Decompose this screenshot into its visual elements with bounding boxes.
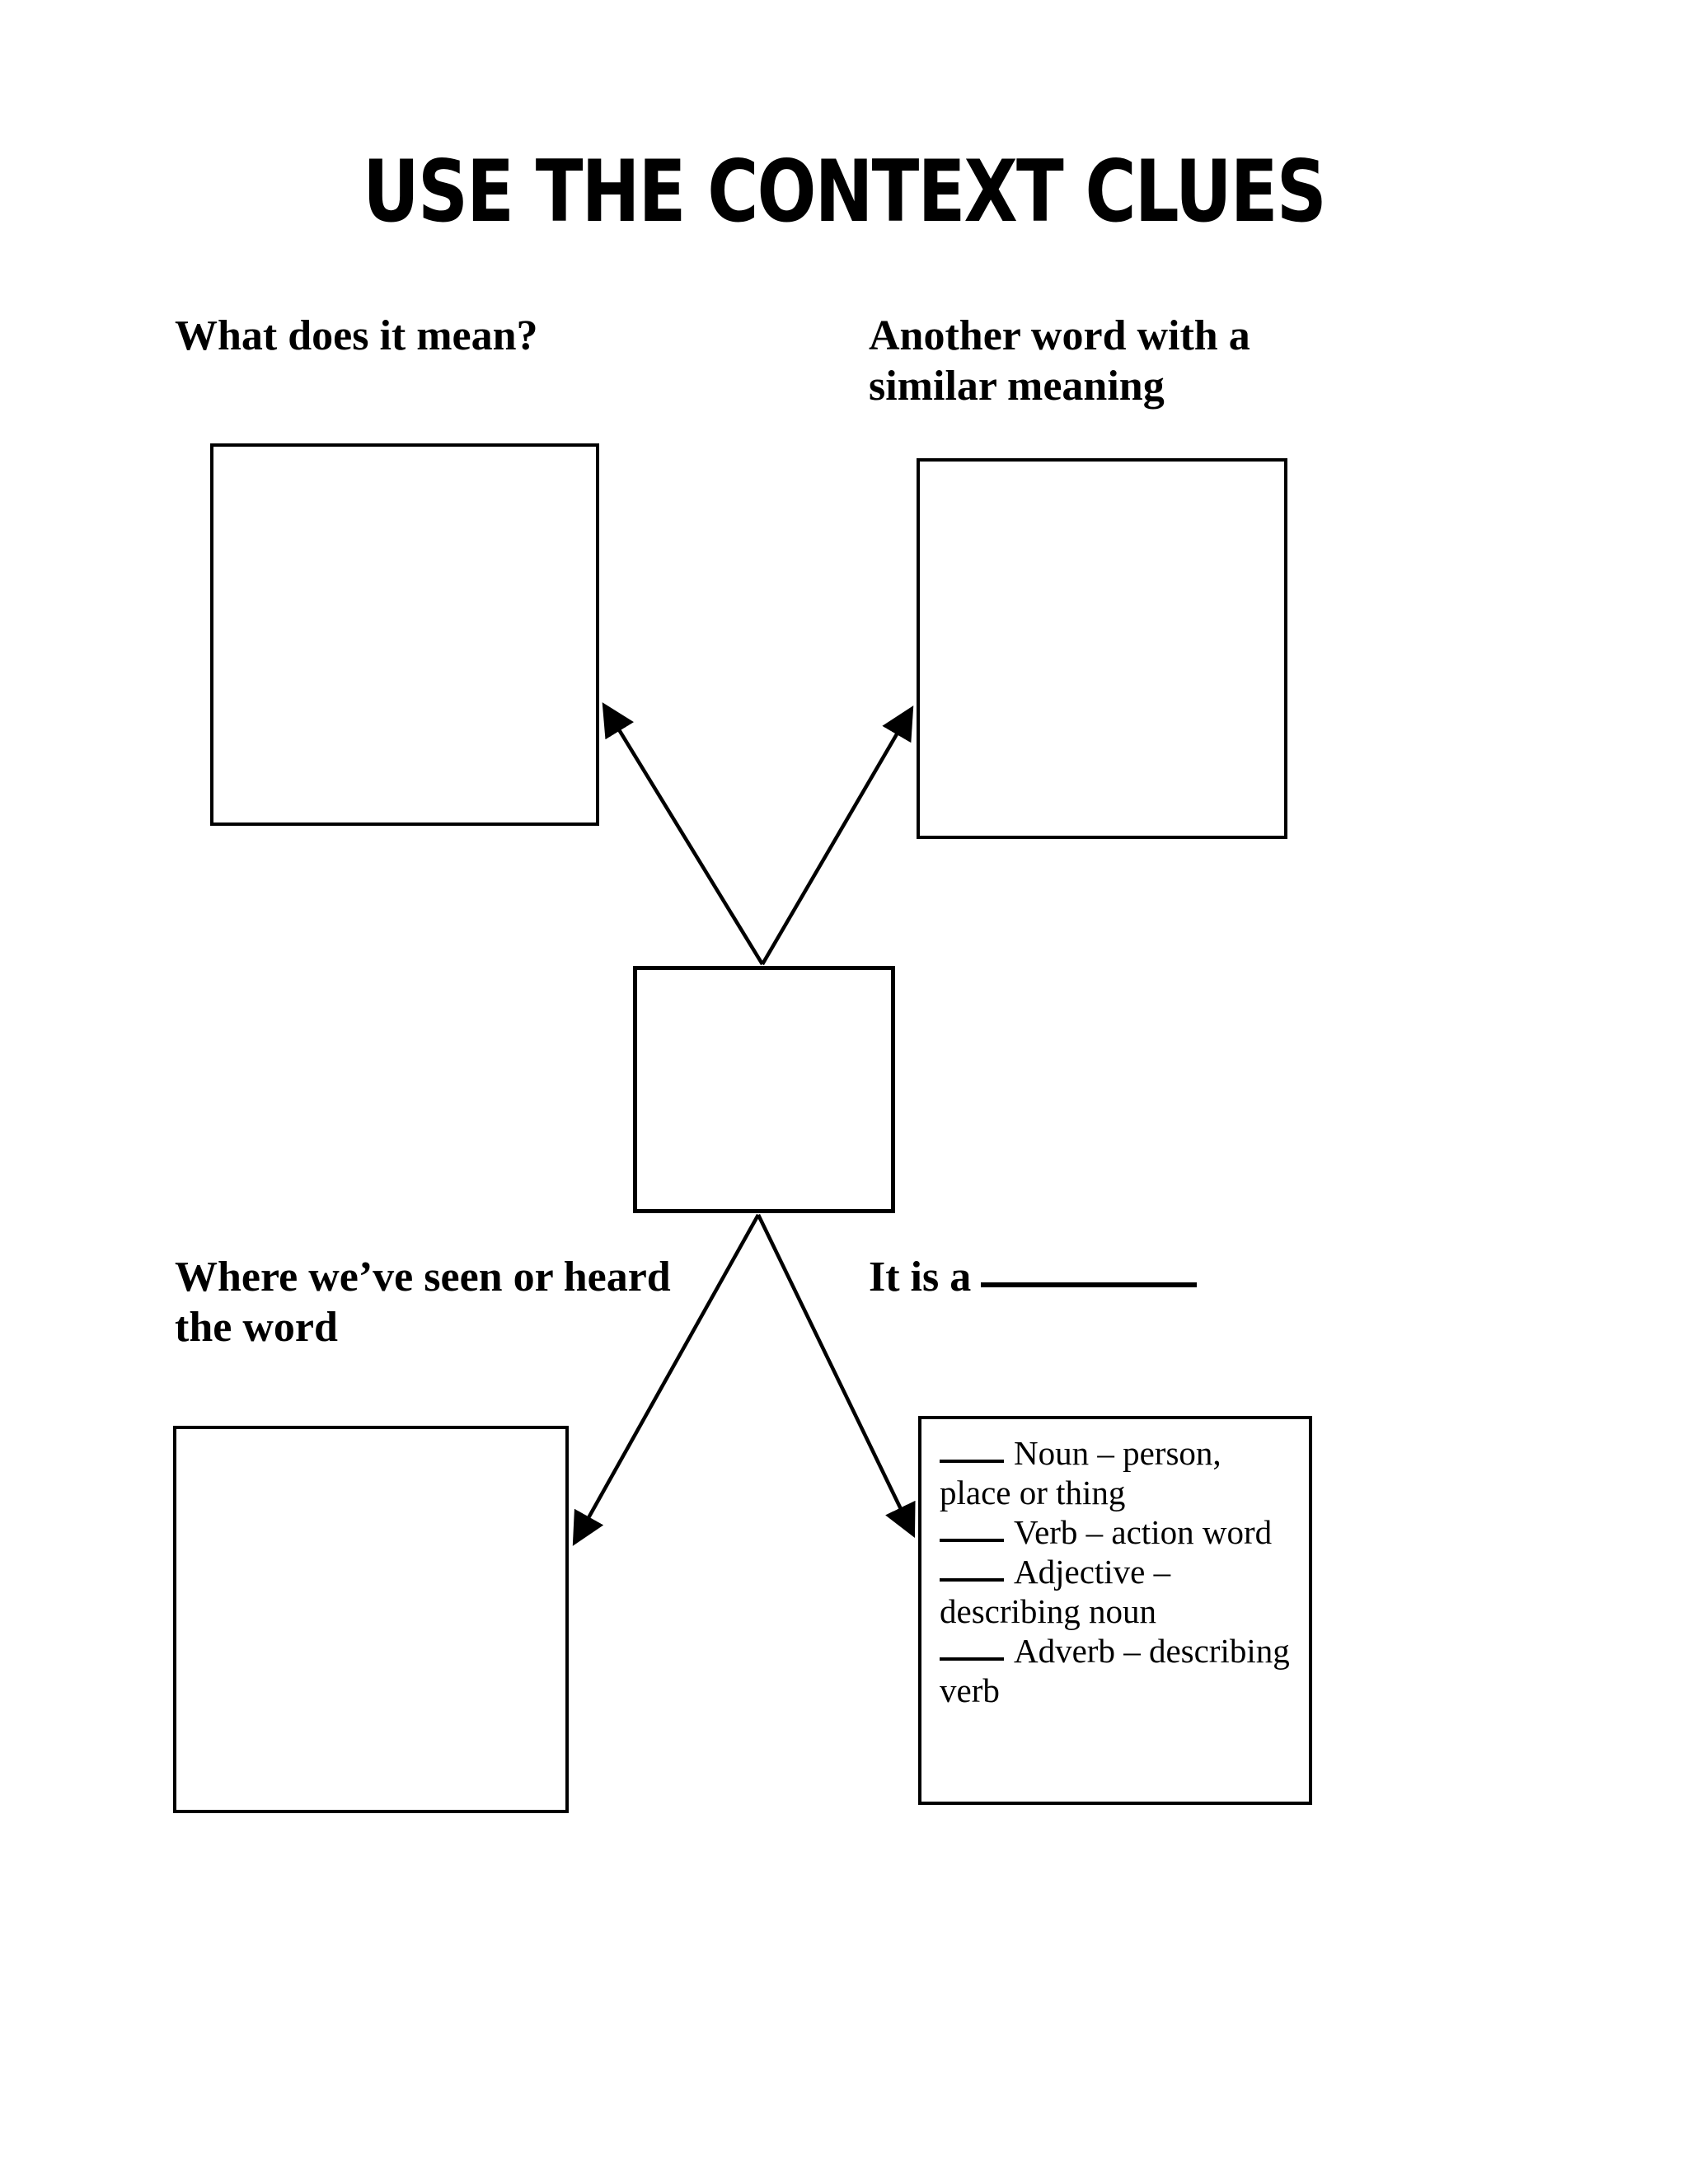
heading-it-is-a: It is a [869,1253,1380,1303]
answer-box-part-of-speech[interactable]: Noun – person, place or thing Verb – act… [918,1416,1312,1805]
list-item-label: Verb – action word [1014,1512,1273,1551]
checkbox-blank-adjective[interactable] [940,1577,1004,1582]
list-item-label: Adverb – describing verb [940,1631,1290,1709]
list-item[interactable]: Adjective – describing noun [940,1553,1301,1632]
checkbox-blank-verb[interactable] [940,1538,1004,1542]
list-item[interactable]: Adverb – describing verb [940,1632,1301,1711]
answer-box-where-seen-heard[interactable] [173,1426,569,1813]
heading-where-seen-or-heard: Where we’ve seen or heard the word [175,1254,671,1351]
arrow-center-to-meaning [602,702,764,966]
answer-box-center-word[interactable] [633,966,895,1213]
list-item[interactable]: Verb – action word [940,1513,1301,1553]
list-item-label: Noun – person, place or thing [940,1434,1221,1511]
checkbox-blank-adverb[interactable] [940,1657,1004,1661]
answer-box-meaning[interactable] [210,443,599,826]
part-of-speech-list: Noun – person, place or thing Verb – act… [940,1434,1301,1711]
list-item-label: Adjective – describing noun [940,1552,1171,1630]
heading-similar-meaning: Another word with a similar meaning [869,312,1250,410]
checkbox-blank-noun[interactable] [940,1460,1004,1463]
list-item[interactable]: Noun – person, place or thing [940,1434,1301,1513]
arrow-center-to-synonym [761,705,914,966]
heading-it-is-a-label: It is a [869,1254,972,1301]
heading-what-does-it-mean: What does it mean? [175,312,538,359]
page-title: USE THE CONTEXT CLUES [363,143,1326,241]
answer-box-synonym[interactable] [917,458,1287,839]
fill-in-blank-rule[interactable] [981,1282,1198,1287]
